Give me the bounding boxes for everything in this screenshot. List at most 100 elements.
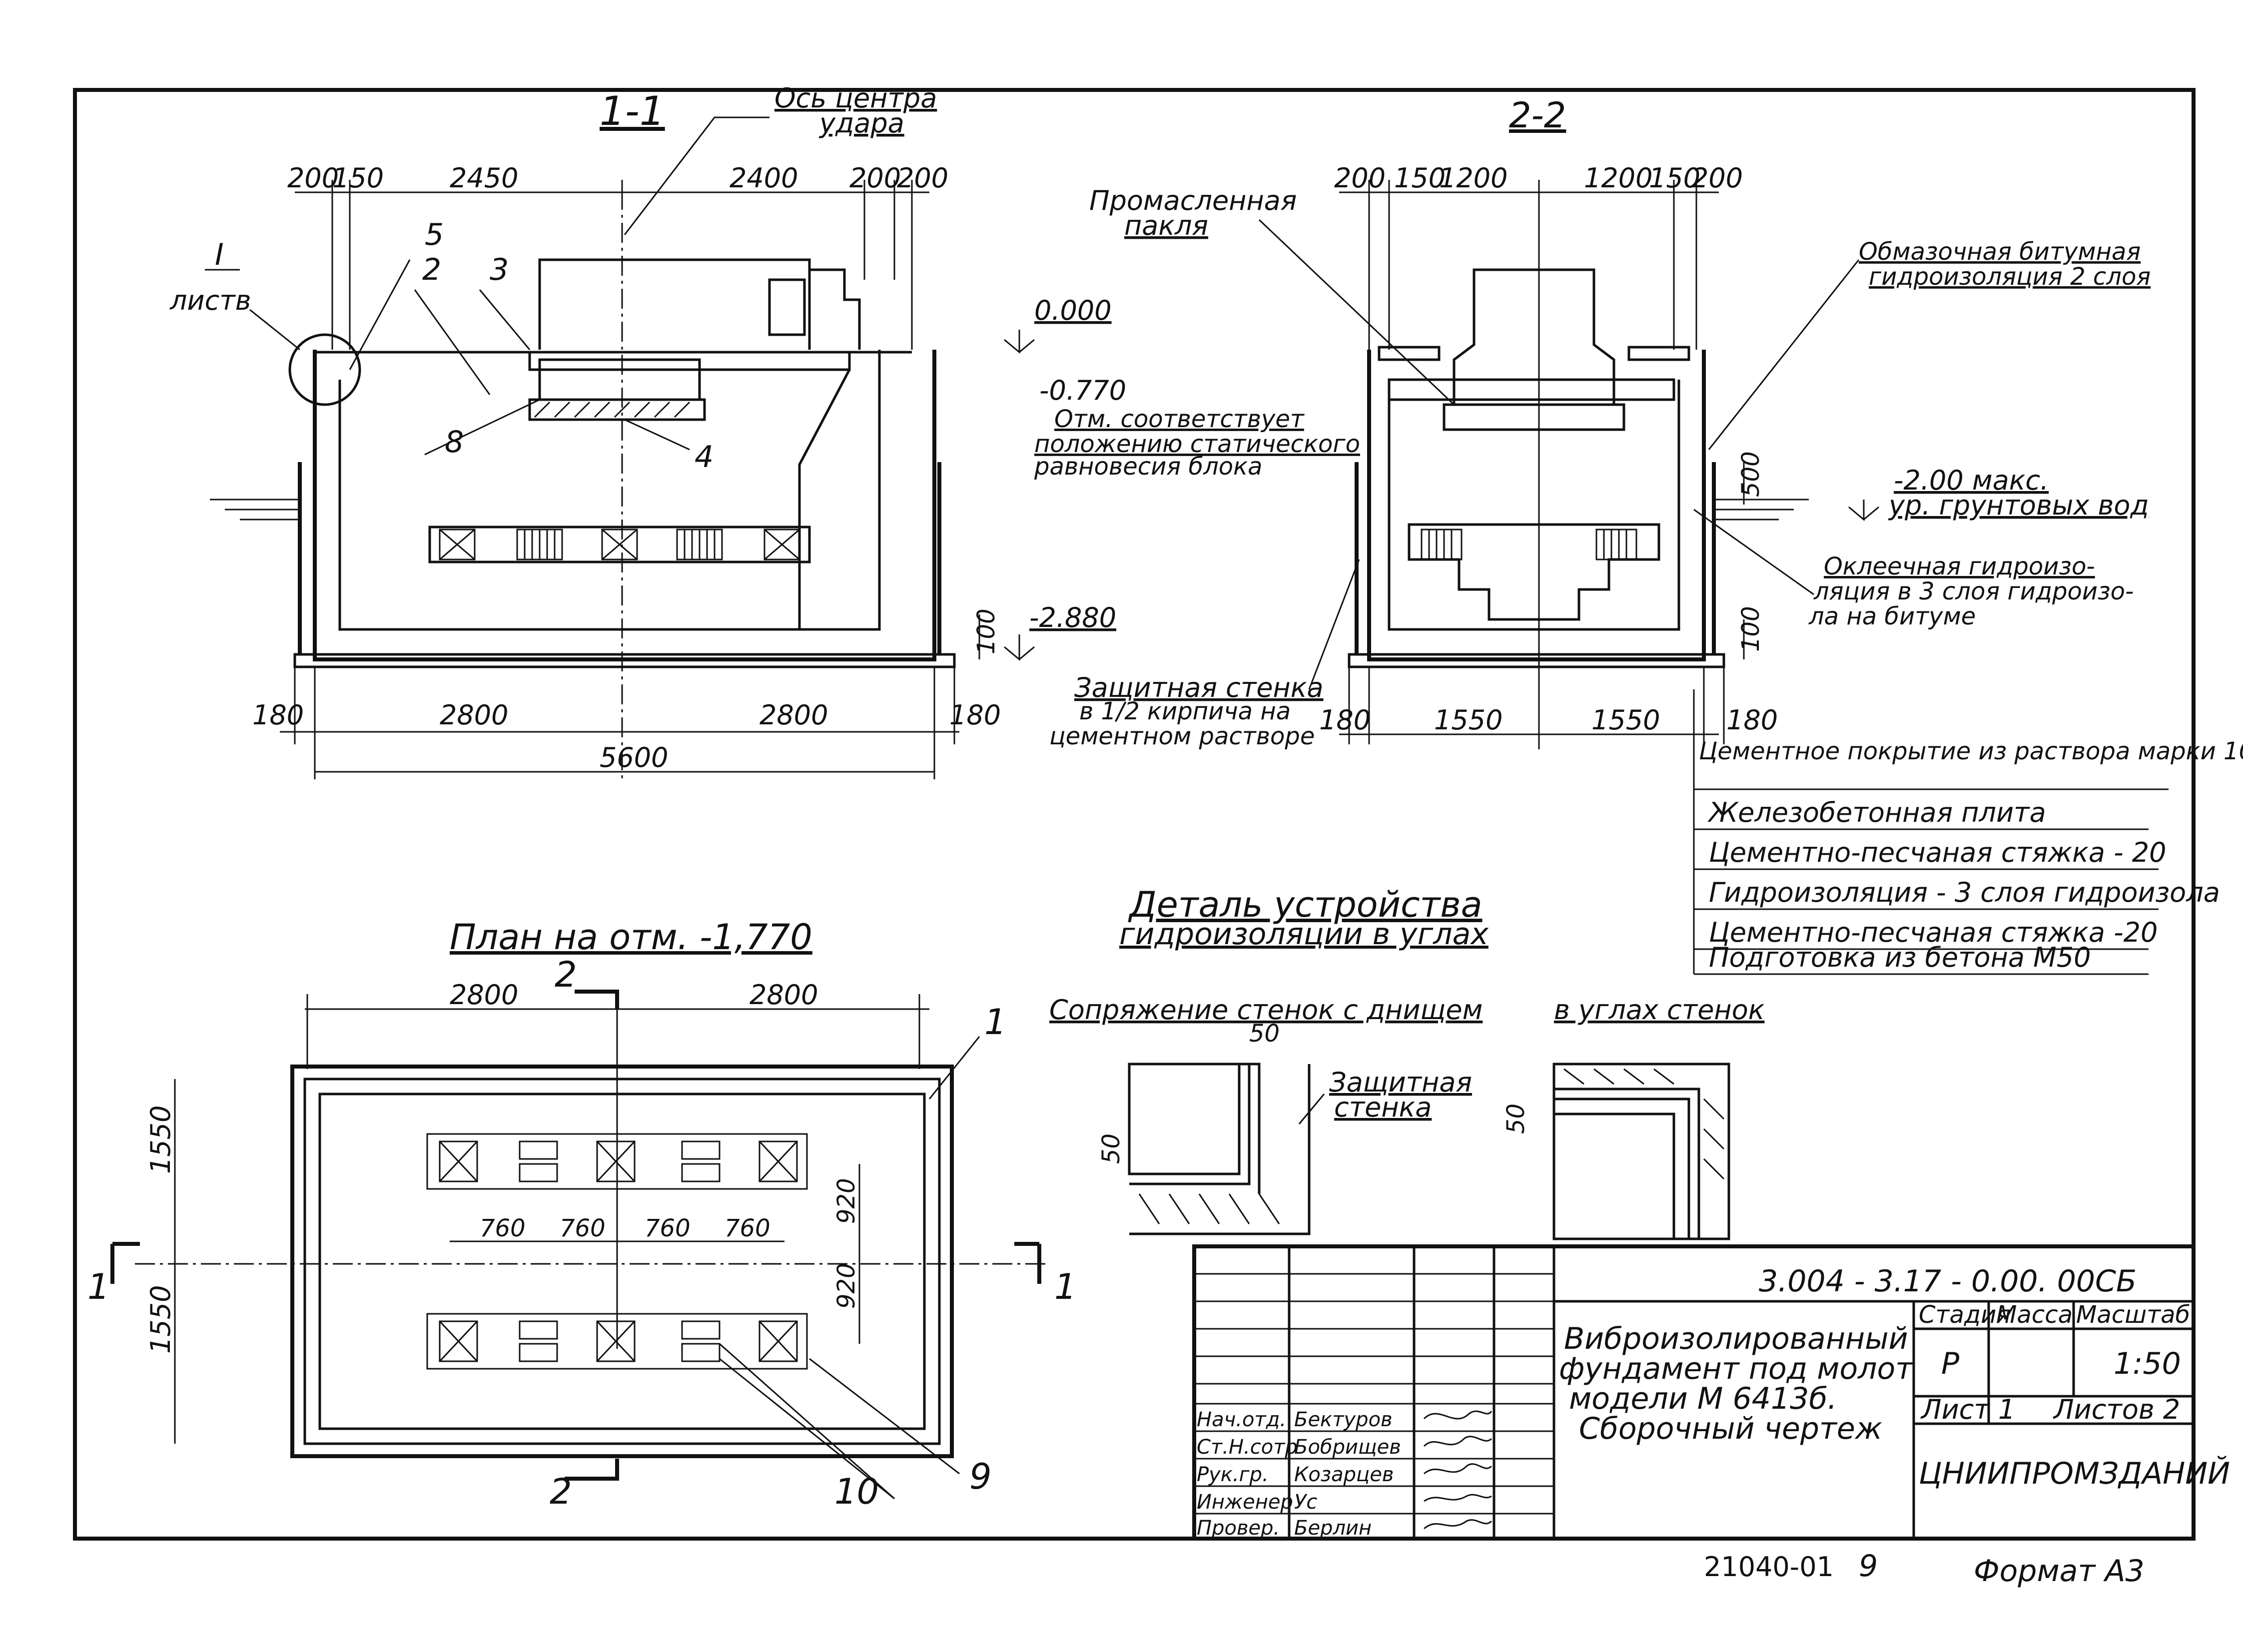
axis-label-line2: удара	[818, 107, 904, 139]
plan-dim-760d: 760	[725, 1214, 770, 1242]
dim-2-2-1200a: 1200	[1439, 162, 1507, 194]
layer-5: Цементно-песчаная стяжка -20	[1709, 917, 2158, 948]
sheet-frame	[73, 88, 2196, 1541]
detail-right-caption: в углах стенок	[1554, 994, 1765, 1026]
sig-role-2: Ст.Н.сотр	[1197, 1436, 1298, 1459]
sig-name-5: Берлин	[1294, 1517, 1372, 1540]
sheets-total: Листов 2	[2053, 1394, 2180, 1425]
detail-corners: Деталь устройства гидроизоляции в углах …	[1049, 884, 1765, 1240]
dim-2-2-500: 500	[1737, 451, 1765, 497]
label-paste-3: ла на битуме	[1808, 602, 1976, 630]
label-paste-1: Оклеечная гидроизо-	[1824, 552, 2095, 580]
plan-mark-1-left: 1	[87, 1266, 110, 1307]
groundwater-1: -2.00 макс.	[1894, 465, 2049, 496]
plan-title: План на отм. -1,770	[450, 917, 812, 958]
dim-1-1-2450: 2450	[450, 162, 518, 194]
plan-mark-2-top: 2	[555, 954, 577, 995]
callout-4: 4	[695, 440, 714, 475]
dim-2-2-1200b: 1200	[1584, 162, 1652, 194]
section-1-1: 1-1 Ось центра удара 200 150 2450 2400 2…	[169, 82, 1360, 779]
callout-8: 8	[445, 425, 464, 460]
dim-1-1-2800a: 2800	[440, 699, 508, 731]
section-1-1-title: 1-1	[600, 88, 665, 134]
sig-name-2: Бобрищев	[1294, 1436, 1401, 1459]
dim-1-1-200b: 200	[849, 162, 901, 194]
sig-role-1: Нач.отд.	[1197, 1408, 1286, 1431]
groundwater-2: ур. грунтовых вод	[1888, 490, 2149, 521]
callout-3: 3	[490, 252, 509, 287]
plan-callout-9: 9	[969, 1456, 992, 1497]
sig-name-1: Бектуров	[1294, 1408, 1393, 1431]
plan-dim-920b: 920	[832, 1263, 860, 1309]
plan-view: План на отм. -1,770 2800 2800	[87, 917, 1077, 1512]
detail-dim-50a: 50	[1249, 1020, 1280, 1048]
sig-role-5: Провер.	[1197, 1517, 1280, 1540]
label-wall-2: в 1/2 кирпича на	[1079, 697, 1291, 725]
layer-2: Железобетонная плита	[1707, 797, 2046, 828]
note-0770-line3: равновесия блока	[1034, 453, 1263, 481]
callout-2: 2	[422, 252, 441, 287]
scale-value: 1:50	[2114, 1346, 2181, 1381]
plan-dampers-bottom	[426, 1313, 808, 1370]
title-line-4: Сборочный чертеж	[1579, 1411, 1882, 1446]
detail-left-caption: Сопряжение стенок с днищем	[1049, 994, 1483, 1026]
plan-dim-920a: 920	[832, 1178, 860, 1224]
plan-dim-760a: 760	[480, 1214, 526, 1242]
org-name: ЦНИИПРОМЗДАНИЙ	[1919, 1456, 2230, 1491]
title-line-3: модели М 6413б.	[1569, 1381, 1837, 1416]
detail-subtitle: гидроизоляции в углах	[1119, 917, 1489, 952]
plan-dim-1550b: 1550	[145, 1285, 176, 1354]
plan-mark-1-right: 1	[1054, 1266, 1077, 1307]
dim-1-1-180a: 180	[252, 699, 304, 731]
sig-role-3: Рук.гр.	[1197, 1463, 1269, 1486]
footer-inv: 21040-01	[1704, 1551, 1834, 1583]
doc-code: 3.004 - 3.17 - 0.00. 00СБ	[1759, 1264, 2137, 1299]
dim-2-2-180b: 180	[1726, 704, 1778, 736]
callout-5: 5	[425, 217, 444, 252]
handwritten-signatures	[1423, 1410, 1493, 1530]
label-paste-2: ляция в 3 слоя гидроизо-	[1813, 577, 2134, 605]
dim-1-1-100: 100	[972, 608, 1000, 654]
layer-4: Гидроизоляция - 3 слоя гидроизола	[1709, 877, 2220, 908]
title-line-2: фундамент под молот	[1559, 1351, 1914, 1386]
plan-dampers-top	[426, 1133, 808, 1190]
sig-name-3: Козарцев	[1294, 1463, 1394, 1486]
sheet-num: Лист 1	[1920, 1394, 2015, 1425]
dim-1-1-200c: 200	[897, 162, 948, 194]
dim-2-2-100: 100	[1737, 606, 1765, 652]
sig-role-4: Инженер	[1197, 1491, 1293, 1514]
plan-dim-2800b: 2800	[749, 979, 818, 1011]
sig-name-4: Ус	[1294, 1491, 1317, 1514]
detail-wall-1: Защитная	[1329, 1067, 1472, 1098]
footer-page: 9	[1859, 1549, 1878, 1584]
axis-label-line1: Ось центра	[774, 82, 937, 114]
detail-dim-50b: 50	[1097, 1133, 1125, 1164]
dim-2-2-200b: 200	[1691, 162, 1743, 194]
note-0770-line2: положению статического	[1034, 430, 1360, 458]
level-0000: 0.000	[1034, 295, 1112, 326]
col-mass: Масса	[1996, 1301, 2073, 1329]
dim-1-1-2400: 2400	[730, 162, 798, 194]
dim-2-2-150b: 150	[1649, 162, 1700, 194]
layer-6: Подготовка из бетона М50	[1709, 942, 2091, 973]
plan-dim-760b: 760	[560, 1214, 606, 1242]
dim-1-1-2800b: 2800	[759, 699, 828, 731]
col-stage: Стадия	[1919, 1301, 2011, 1329]
label-wall-3: цементном растворе	[1049, 722, 1315, 750]
plan-callout-10: 10	[834, 1471, 879, 1512]
damper-row-1-1	[439, 529, 800, 560]
title-block: 3.004 - 3.17 - 0.00. 00СБ Виброизолирова…	[1192, 1244, 2230, 1541]
plan-dim-760c: 760	[645, 1214, 691, 1242]
section-2-2: 2-2 200 150 1200 1200 150 200	[1049, 95, 2151, 750]
title-line-1: Виброизолированный	[1564, 1321, 1908, 1356]
footer-format: Формат А3	[1974, 1554, 2145, 1589]
dim-2-2-1550a: 1550	[1434, 704, 1502, 736]
layer-1: Цементное покрытие из раствора марки 100…	[1699, 737, 2243, 765]
level-0770: -0.770	[1039, 375, 1126, 406]
label-oiled-2: пакля	[1124, 210, 1208, 241]
detail-dim-50c: 50	[1502, 1103, 1530, 1134]
callout-I: I	[215, 237, 224, 272]
detail-title: Деталь устройства	[1128, 884, 1483, 925]
label-oiled-1: Промасленная	[1089, 185, 1297, 216]
